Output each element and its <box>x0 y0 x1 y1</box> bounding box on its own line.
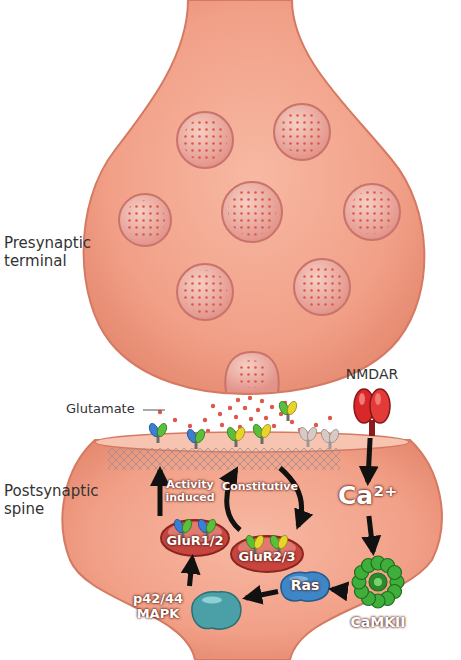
endosome-shape <box>228 522 306 574</box>
node-label: p42/44 MAPK <box>128 592 188 622</box>
node-label: CaMKII <box>338 614 418 630</box>
signal-arrow <box>246 592 278 599</box>
text-label: Activity induced <box>164 478 216 504</box>
synaptic-vesicles <box>119 104 400 392</box>
node-label: GluR2/3 <box>228 550 306 565</box>
signal-arrow <box>369 516 373 552</box>
postsynaptic-spine <box>62 440 441 660</box>
mapk-shape <box>186 586 246 634</box>
kinase-node: p42/44 MAPK <box>128 586 246 634</box>
endosome-node: GluR1/2 <box>158 506 232 558</box>
text-label: Glutamate <box>66 401 146 417</box>
surface-receptors <box>147 400 340 449</box>
node-label: Ca²⁺ <box>338 482 396 511</box>
node-label: GluR1/2 <box>158 534 232 549</box>
signal-arrow <box>368 438 370 482</box>
endosome-node: GluR2/3 <box>228 522 306 574</box>
kinase-node: CaMKII <box>346 552 410 638</box>
receptor-node: NMDAR <box>340 366 404 438</box>
text-label: Constitutive <box>220 480 300 493</box>
signal-arrow <box>190 558 193 586</box>
postsynaptic-density <box>108 448 340 470</box>
node-label: Ras <box>278 577 332 593</box>
constitutive-arrow <box>227 470 240 530</box>
ion-node: Ca²⁺ <box>338 482 396 516</box>
leader-line <box>143 410 165 411</box>
presynaptic-terminal <box>84 0 425 394</box>
protein-node: Ras <box>278 568 332 604</box>
nmdar-shape <box>340 386 404 438</box>
node-label: NMDAR <box>340 366 404 382</box>
signal-arrow <box>332 589 346 591</box>
text-label: Presynaptic terminal <box>4 234 109 270</box>
glutamate-molecules <box>158 396 332 433</box>
activity-arrow <box>158 470 163 516</box>
text-label: Postsynaptic spine <box>4 482 96 518</box>
camkii-shape <box>346 552 410 612</box>
constitutive-arrow <box>280 468 301 526</box>
endosome-shape <box>158 506 232 558</box>
